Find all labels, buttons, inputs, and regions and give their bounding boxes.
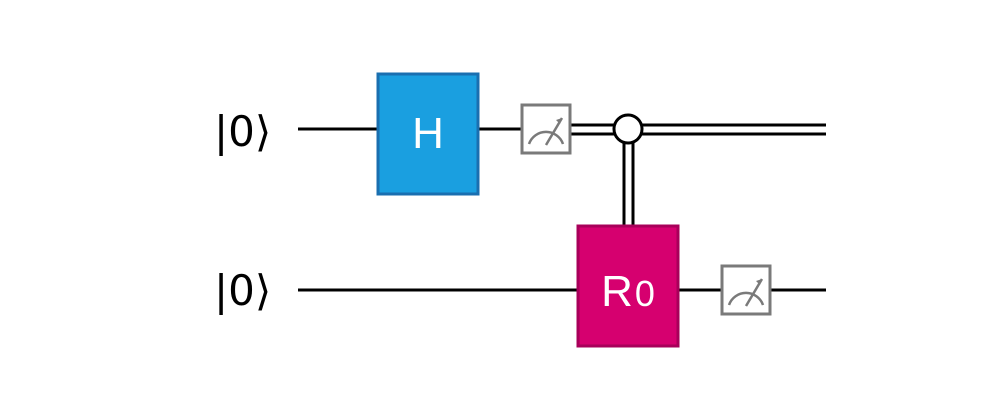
measurement-qubit-1 <box>720 264 772 316</box>
meter-icon <box>527 130 565 145</box>
r-gate-box <box>576 224 680 348</box>
meter-icon <box>727 291 765 306</box>
r-gate-text: R0 <box>601 267 655 316</box>
classical-control-line <box>622 143 635 226</box>
meter-arrowhead-icon <box>756 279 762 285</box>
meter-arrowhead-icon <box>556 118 562 124</box>
qubit-1-label: |0⟩ <box>214 266 271 315</box>
meter-box-1 <box>720 264 772 316</box>
qubit-0-label: |0⟩ <box>214 107 271 156</box>
hadamard-gate-label: H <box>412 109 444 158</box>
measurement-qubit-0 <box>520 103 572 155</box>
r-gate-subscript: 0 <box>635 273 655 314</box>
meter-box-0 <box>520 103 572 155</box>
r-gate-label: R <box>601 267 633 316</box>
hadamard-gate: H <box>376 72 480 196</box>
classical-control-dot <box>612 113 644 145</box>
qubit-0-classical-wire <box>570 123 826 136</box>
r-gate: R0 <box>576 224 680 348</box>
hadamard-gate-box <box>376 72 480 196</box>
